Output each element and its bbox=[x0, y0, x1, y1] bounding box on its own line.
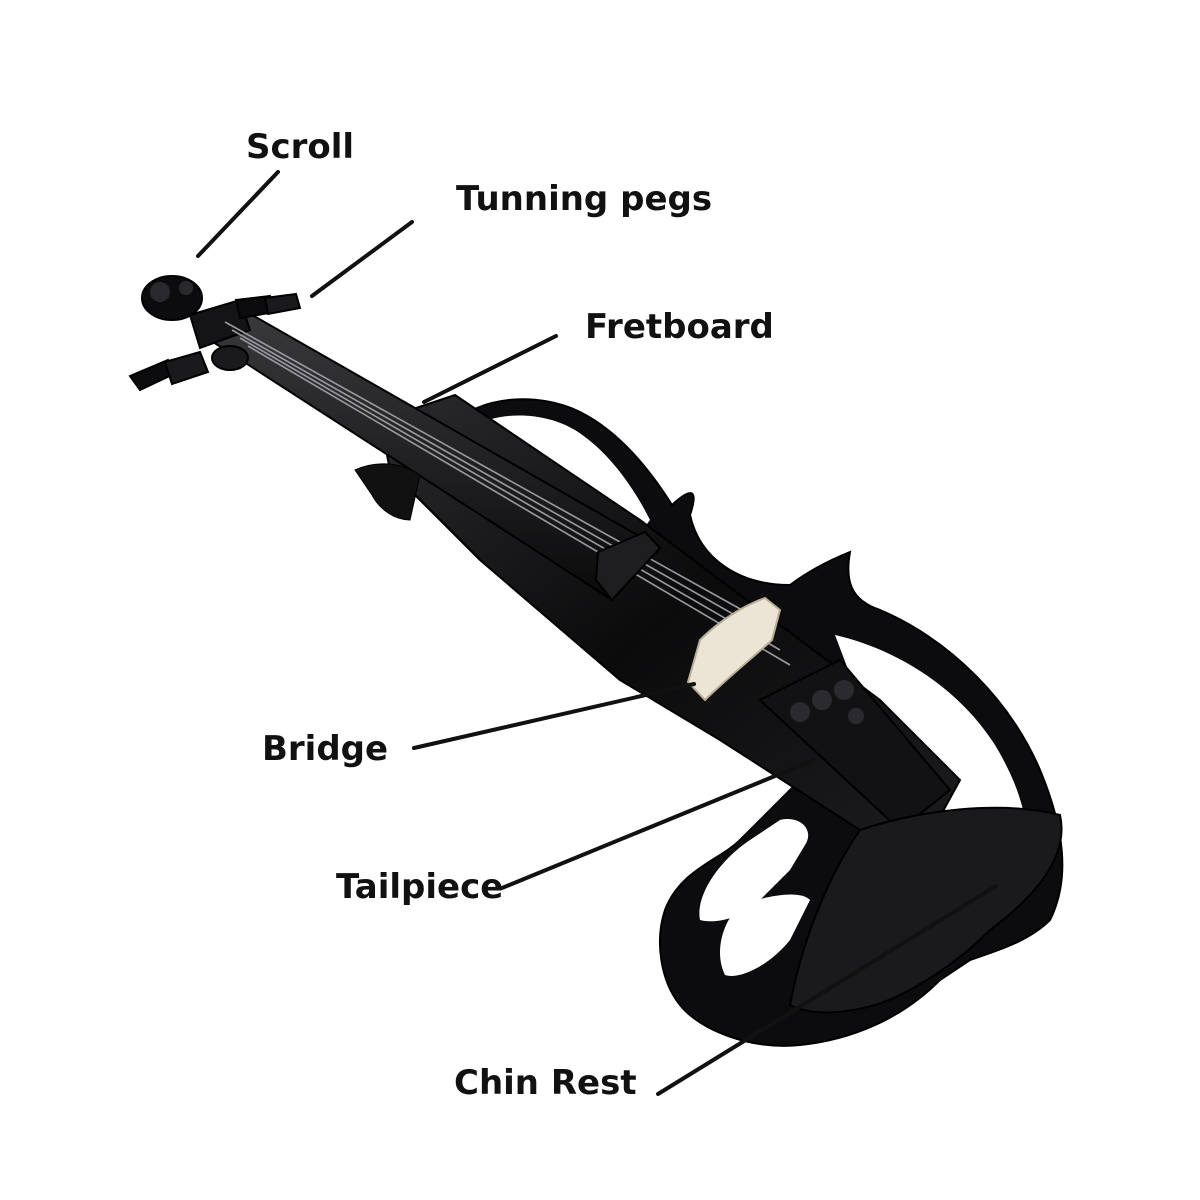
leader-line-bridge bbox=[412, 682, 696, 750]
label-fretboard: Fretboard bbox=[585, 307, 774, 347]
leader-line-chin-rest bbox=[656, 884, 998, 1096]
tuning-pegs-group bbox=[128, 292, 302, 392]
chin-cutout bbox=[699, 819, 809, 922]
leader-lines bbox=[196, 170, 998, 1096]
fretboard-end bbox=[594, 530, 662, 602]
bridge-shape bbox=[686, 596, 782, 702]
label-scroll: Scroll bbox=[246, 127, 355, 167]
leader-line-tuning-pegs bbox=[310, 220, 414, 298]
label-chin-rest: Chin Rest bbox=[454, 1063, 637, 1103]
label-tuning-pegs: Tunning pegs bbox=[456, 179, 713, 219]
leader-line-scroll bbox=[196, 170, 280, 258]
neck-support bbox=[354, 463, 421, 521]
bottom-cutout bbox=[720, 894, 810, 976]
chin-rest-shape bbox=[788, 806, 1063, 1014]
label-tailpiece: Tailpiece bbox=[336, 867, 504, 907]
strings bbox=[224, 321, 791, 666]
tailpiece-group bbox=[758, 658, 952, 832]
scroll-head bbox=[141, 275, 252, 350]
label-bridge: Bridge bbox=[262, 729, 389, 769]
leader-line-fretboard bbox=[422, 334, 558, 404]
leader-line-tailpiece bbox=[500, 758, 816, 890]
